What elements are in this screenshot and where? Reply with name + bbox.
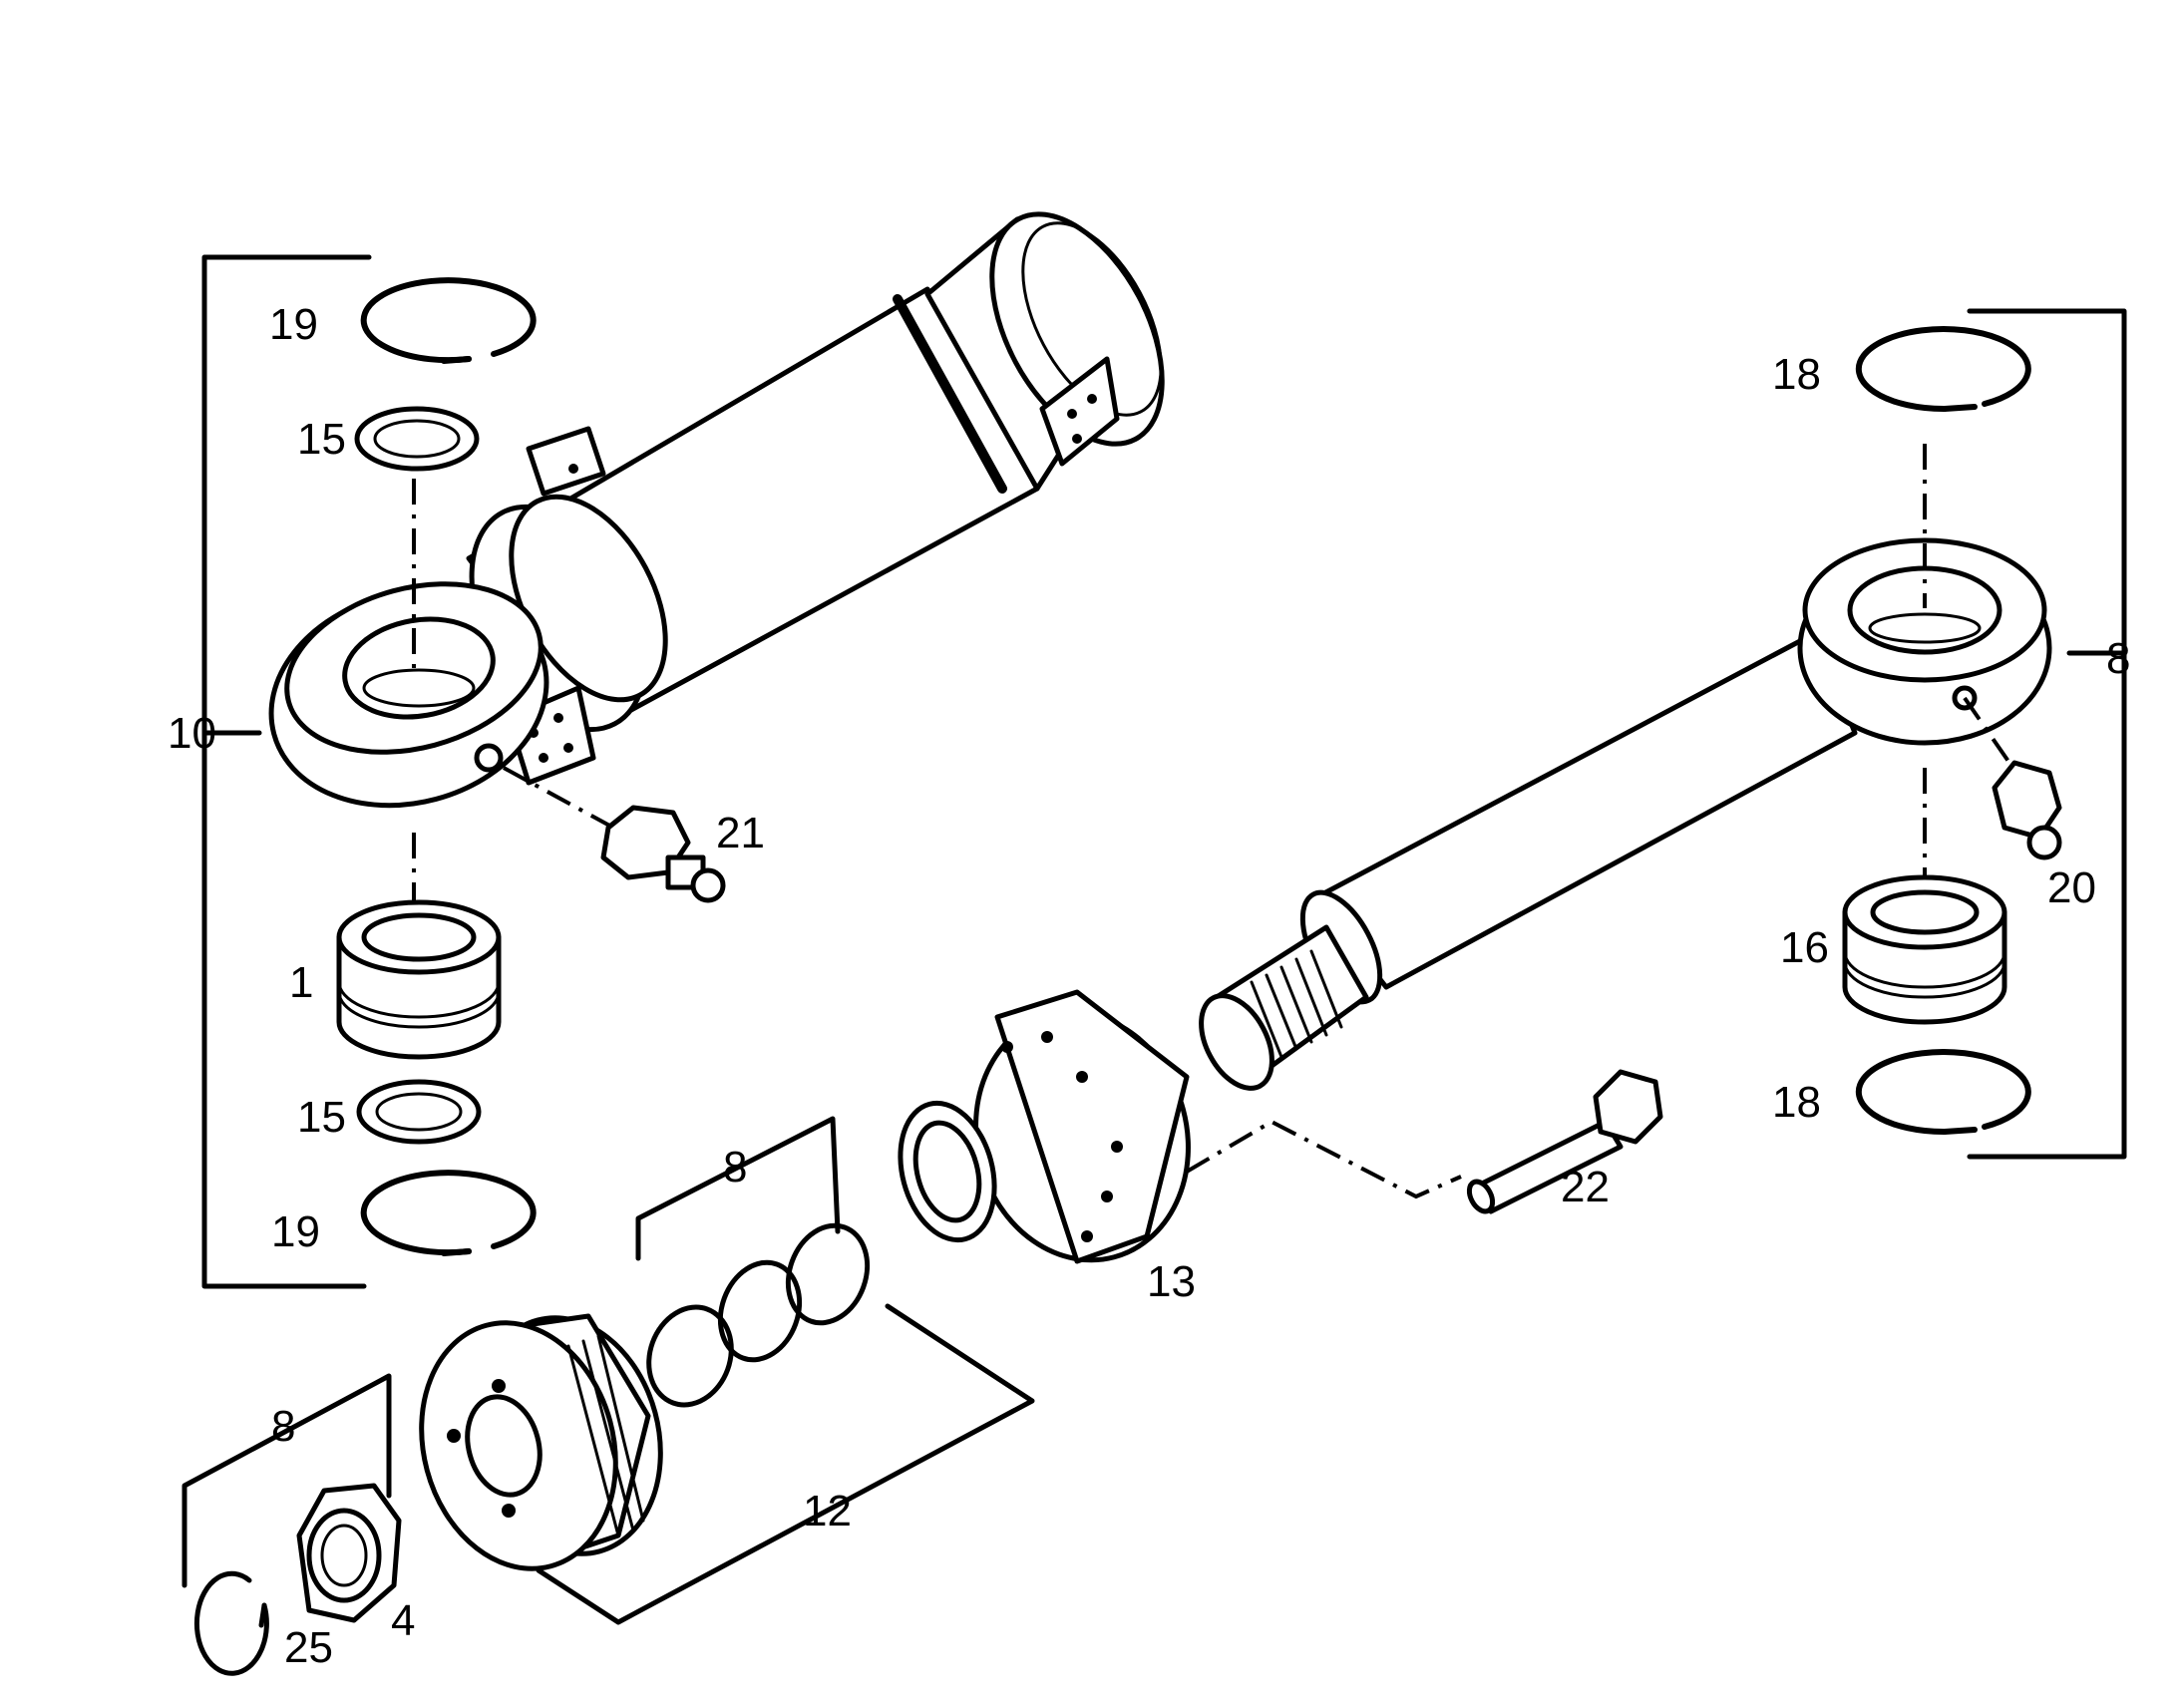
bearing-1 xyxy=(336,899,502,1060)
label-1: 1 xyxy=(289,958,313,1007)
grease-20-axis xyxy=(1963,696,2011,765)
seal-ring-15-top xyxy=(354,406,480,472)
bolt-22 xyxy=(1466,1069,1663,1214)
label-21: 21 xyxy=(716,809,765,857)
circlip-18-bottom xyxy=(1855,1049,2031,1136)
label-22: 22 xyxy=(1561,1163,1610,1211)
piston-rod xyxy=(1199,630,1858,1091)
label-8-middle: 8 xyxy=(723,1143,747,1192)
label-13: 13 xyxy=(1147,1257,1196,1306)
label-12: 12 xyxy=(803,1487,852,1536)
label-10: 10 xyxy=(168,709,216,758)
label-18-bottom: 18 xyxy=(1772,1078,1821,1127)
nut-4 xyxy=(296,1483,402,1623)
seal-ring-15-bottom xyxy=(356,1079,482,1145)
circlip-19-top xyxy=(360,277,537,364)
circlip-19-bottom xyxy=(360,1170,537,1256)
label-15-bottom: 15 xyxy=(297,1093,346,1142)
grease-21-axis xyxy=(503,766,614,830)
label-19-top: 19 xyxy=(269,300,318,349)
bracket-8-left xyxy=(182,1373,392,1588)
label-15-top: 15 xyxy=(297,415,346,464)
label-18-top: 18 xyxy=(1772,350,1821,399)
grease-fitting-20 xyxy=(1992,760,2062,860)
seal-rings-8-middle xyxy=(635,1116,871,1408)
circlip-18-top xyxy=(1855,326,2031,413)
grease-fitting-21 xyxy=(600,805,726,903)
label-4: 4 xyxy=(391,1596,415,1645)
rod-thread xyxy=(1250,949,1343,1059)
label-19-bottom: 19 xyxy=(271,1207,320,1256)
label-16: 16 xyxy=(1780,923,1829,972)
right-parts-bracket xyxy=(1967,308,2127,1160)
label-20: 20 xyxy=(2047,863,2096,912)
bolt-22-axis xyxy=(1185,1119,1462,1199)
label-25: 25 xyxy=(284,1623,333,1672)
right-eye xyxy=(1797,537,2052,746)
cylinder-barrel xyxy=(466,211,1165,786)
gland-12 xyxy=(419,1313,663,1571)
piston-13 xyxy=(898,989,1191,1264)
left-parts-bracket xyxy=(201,254,372,1289)
label-8-right: 8 xyxy=(2106,634,2130,683)
bearing-16 xyxy=(1842,874,2007,1025)
bracket-12 xyxy=(536,1303,1035,1625)
label-8-left: 8 xyxy=(271,1402,295,1451)
clip-25 xyxy=(193,1570,269,1676)
